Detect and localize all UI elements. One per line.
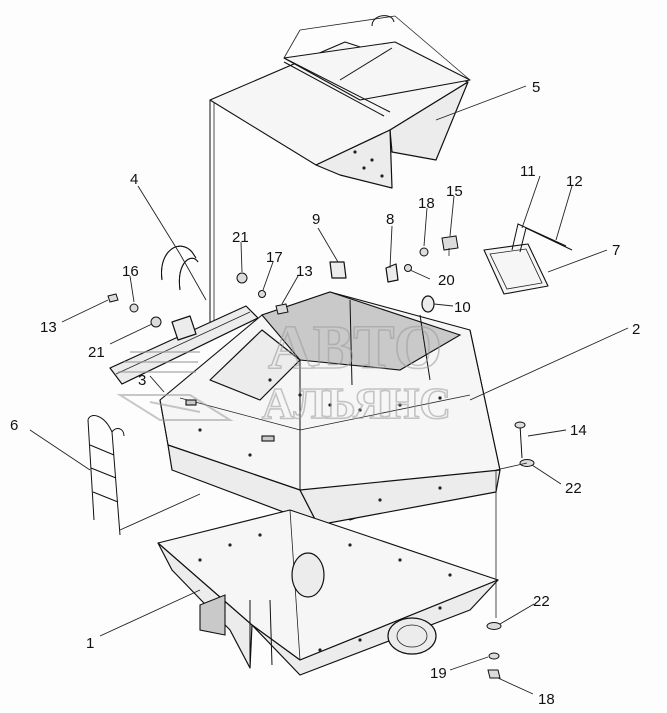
part-1-lower-tray	[157, 509, 499, 676]
callout-11: 11	[520, 163, 536, 180]
callout-9: 9	[312, 211, 320, 228]
callout-22-lower: 22	[533, 593, 550, 610]
callout-1: 1	[86, 635, 94, 652]
callout-16: 18	[538, 691, 555, 708]
part-3-side-panel	[109, 305, 259, 385]
callout-labels: 5 2 7 11 12 9 8 18 15 20 10 4 21 17 13 1…	[10, 79, 640, 708]
hardware-fasteners	[107, 235, 535, 679]
watermark-line2: АЛЬЯНС	[262, 379, 451, 428]
callout-6: 6	[10, 417, 18, 434]
callout-10: 10	[454, 299, 471, 316]
callout-18-upper: 17	[266, 249, 283, 266]
callout-8: 8	[386, 211, 394, 228]
watermark-line1: АВТО	[268, 314, 442, 382]
watermark-logo	[116, 351, 234, 421]
callout-5: 5	[532, 79, 540, 96]
callout-4: 4	[130, 171, 138, 188]
callout-2: 2	[632, 321, 640, 338]
callout-21-upper: 21	[232, 229, 249, 246]
callout-22-upper: 22	[565, 480, 582, 497]
callout-18-left: 16	[122, 263, 139, 280]
callout-19: 19	[430, 665, 447, 682]
part-7-window	[483, 243, 549, 295]
parts-11-12-springs	[511, 223, 573, 253]
part-4-handle	[161, 245, 199, 291]
callout-12: 12	[566, 173, 583, 190]
callout-21-left: 21	[88, 344, 105, 361]
part-6-ladder	[87, 415, 125, 536]
callout-17: 18	[418, 195, 435, 212]
callout-20: 20	[438, 272, 455, 289]
callout-13-left: 13	[40, 319, 57, 336]
callout-14: 14	[570, 422, 587, 439]
part-5-hopper-cover	[209, 15, 471, 330]
callout-13-upper: 13	[296, 263, 313, 280]
callout-3: 3	[138, 372, 146, 389]
callout-15: 15	[446, 183, 463, 200]
part-2-hopper-body	[159, 291, 501, 526]
leader-lines	[29, 85, 629, 695]
callout-7: 7	[612, 242, 620, 259]
